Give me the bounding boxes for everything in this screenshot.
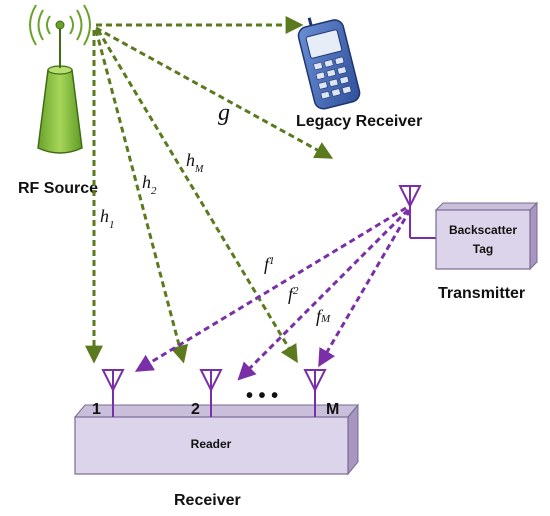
antenna-label-1: 1 — [92, 401, 101, 418]
transmitter-label: Transmitter — [438, 285, 525, 302]
link-h2 — [94, 29, 189, 364]
label-f1-sub: 1 — [269, 255, 275, 267]
rf-source-label: RF Source — [18, 180, 98, 197]
link-fM — [318, 209, 412, 368]
direct-links — [85, 16, 334, 364]
antenna-label-m: M — [326, 401, 339, 418]
svg-text:fM: fM — [316, 306, 331, 326]
phone-icon — [297, 17, 361, 110]
rf-source-icon — [29, 4, 91, 154]
svg-text:h2: h2 — [142, 172, 157, 197]
label-hM-sub: M — [194, 164, 204, 175]
svg-text:hM: hM — [186, 150, 204, 175]
svg-text:h1: h1 — [100, 206, 115, 231]
antenna-ellipsis: • • • — [246, 385, 278, 407]
svg-text:f1: f1 — [264, 254, 275, 274]
link-hM — [96, 29, 298, 364]
label-g: g — [218, 100, 230, 126]
label-f2-sub: 2 — [293, 285, 299, 297]
label-h1-sub: 1 — [109, 219, 115, 231]
backscatter-links — [134, 206, 412, 381]
reader-box — [73, 403, 360, 476]
label-f2-base: f — [288, 284, 296, 304]
label-fM-sub: M — [320, 313, 331, 325]
tag-label-line2: Tag — [473, 242, 493, 256]
svg-text:f2: f2 — [288, 284, 299, 304]
label-f1-base: f — [264, 254, 272, 274]
link-f1 — [134, 206, 407, 372]
link-g — [95, 26, 334, 159]
receiver-antenna-2-icon — [199, 369, 223, 417]
receiver-label: Receiver — [174, 492, 241, 509]
reader-label: Reader — [191, 437, 232, 451]
label-fM-base: f — [316, 306, 324, 326]
backscatter-tag-box — [434, 201, 539, 271]
legacy-receiver-label: Legacy Receiver — [296, 113, 422, 130]
label-h1-base: h — [100, 206, 109, 226]
antenna-label-2: 2 — [191, 401, 200, 418]
label-hM-base: h — [186, 150, 195, 170]
label-h2-sub: 2 — [151, 185, 157, 197]
tag-label-line1: Backscatter — [449, 223, 517, 237]
receiver-antenna-1-icon — [101, 369, 125, 417]
receiver-antenna-m-icon — [303, 369, 327, 417]
label-h2-base: h — [142, 172, 151, 192]
